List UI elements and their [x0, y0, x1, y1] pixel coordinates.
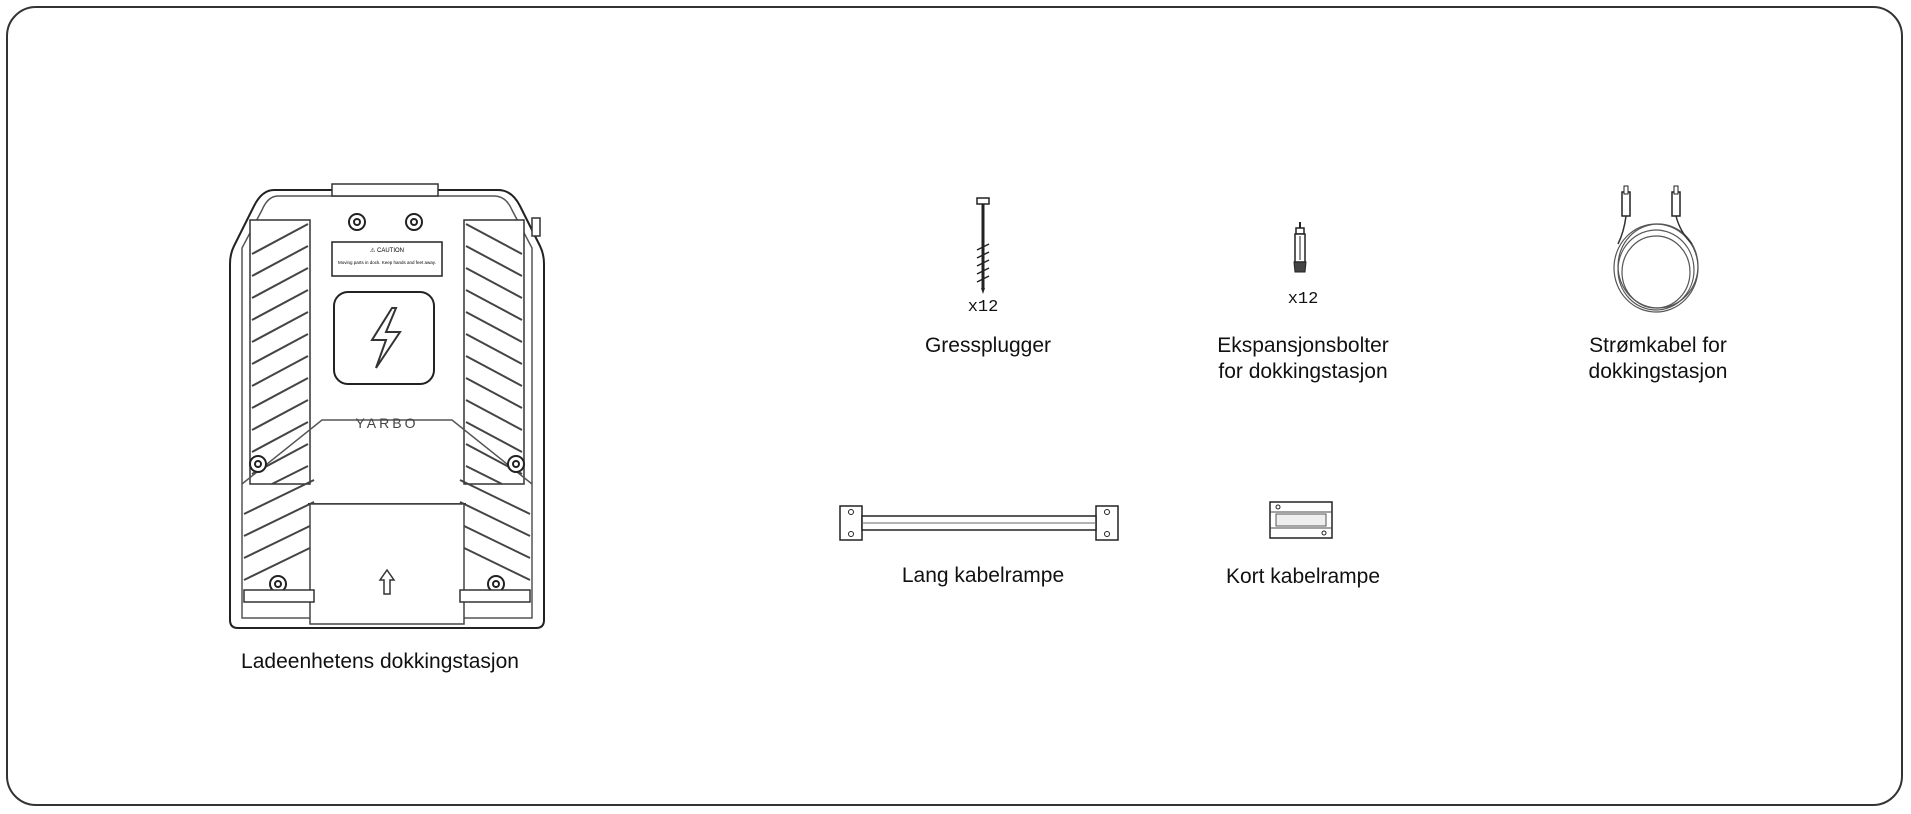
ground-peg-icon	[976, 197, 990, 294]
expansion-bolt-qty: x12	[1287, 290, 1319, 309]
expansion-bolt-icon	[1293, 222, 1307, 273]
up-arrow-icon	[378, 568, 396, 595]
caution-label-title: ⚠ CAUTION	[370, 247, 404, 254]
ground-peg-qty: x12	[967, 298, 999, 317]
parts-list-frame: ⚠ CAUTION Moving parts in dock. Keep han…	[6, 6, 1903, 806]
expansion-bolt-label: Ekspansjonsbolter for dokkingstasjon	[1188, 333, 1418, 385]
right-vent-panel	[463, 219, 525, 485]
left-vent-panel	[249, 219, 311, 485]
caution-label-text: Moving parts in dock. Keep hands and fee…	[338, 260, 436, 265]
dock-brand-logo: YARBO	[356, 415, 419, 431]
short-cable-ramp-label: Kort kabelrampe	[1225, 565, 1381, 588]
power-cable-label-line2: dokkingstasjon	[1588, 360, 1728, 383]
dock-label: Ladeenhetens dokkingstasjon	[241, 650, 519, 673]
power-cable-label-line1: Strømkabel for	[1589, 334, 1727, 357]
long-cable-ramp-label: Lang kabelrampe	[901, 564, 1065, 587]
power-cable-label: Strømkabel for dokkingstasjon	[1553, 333, 1763, 385]
power-cable-icon	[1613, 185, 1699, 313]
long-cable-ramp-icon	[839, 505, 1119, 541]
short-cable-ramp-icon	[1269, 501, 1333, 539]
lightning-icon	[370, 307, 402, 369]
expansion-bolt-label-line1: Ekspansjonsbolter	[1217, 334, 1389, 357]
expansion-bolt-label-line2: for dokkingstasjon	[1218, 360, 1388, 383]
charging-dock-icon: ⚠ CAUTION Moving parts in dock. Keep han…	[229, 183, 545, 629]
ground-peg-label: Gressplugger	[924, 334, 1052, 357]
